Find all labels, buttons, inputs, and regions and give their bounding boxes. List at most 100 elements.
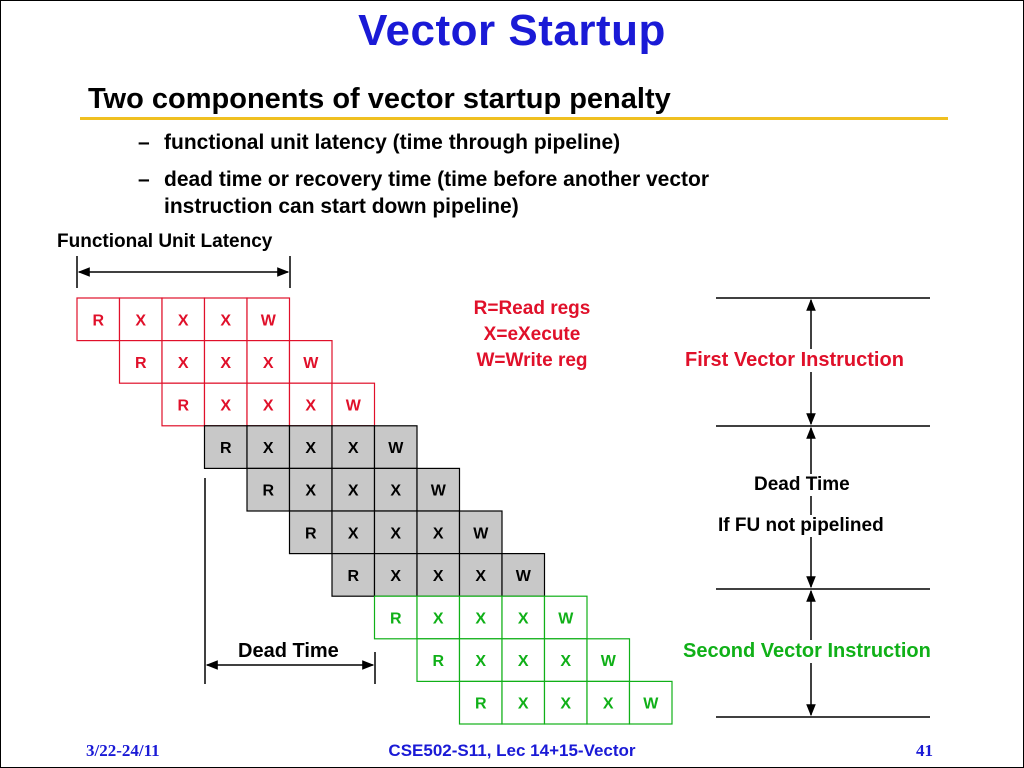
pipeline-stage-label: X [518,653,529,670]
pipeline-cell [586,680,631,725]
pipeline-cell [246,297,291,342]
pipeline-cell [203,425,248,469]
pipeline-stage-label: X [433,611,444,628]
pipeline-cell [501,680,546,725]
pipeline-cell [543,595,588,640]
pipeline-stage-label: X [135,312,146,329]
pipeline-cell [288,382,333,427]
pipeline-stage-label: R [347,568,359,585]
pipeline-stage-label: W [601,653,617,670]
pipeline-cell [203,297,248,342]
pipeline-stage-label: R [220,440,232,457]
pipeline-cell [373,595,418,640]
pipeline-cell [416,595,461,640]
pipeline-cell [203,340,248,384]
pipeline-stage-label: X [560,696,571,713]
pipeline-cell [246,340,291,384]
pipeline-stage-label: X [220,312,231,329]
pipeline-stage-label: X [560,653,571,670]
pipeline-stage-label: W [346,398,362,415]
pipeline-stage-label: W [388,440,404,457]
pipeline-cell [458,595,503,640]
pipeline-stage-label: X [220,355,231,372]
pipeline-cell [586,638,631,682]
pipeline-stage-label: X [390,568,401,585]
pipeline-stage-label: R [390,611,402,628]
pipeline-stage-label: X [518,696,529,713]
pipeline-stage-label: W [473,525,489,542]
bullet-text-line1: dead time or recovery time (time before … [164,168,710,191]
pipeline-stage-label: X [178,312,189,329]
pipeline-stage-label: W [558,611,574,628]
pipeline-stage-label: X [475,611,486,628]
pipeline-stage-label: R [432,653,444,670]
pipeline-stage-label: W [643,696,659,713]
pipeline-cell [203,382,248,427]
pipeline-cell [501,638,546,682]
dead-time-label: Dead Time [754,474,850,496]
legend-write: W=Write reg [476,350,588,371]
pipeline-stage-label: X [433,568,444,585]
pipeline-cell [118,340,163,384]
pipeline-stage-label: X [263,398,274,415]
pipeline-stage-label: W [303,355,319,372]
pipeline-stage-label: X [475,568,486,585]
slide-title: Vector Startup [358,6,666,55]
fu-not-pipelined-label: If FU not pipelined [718,515,884,537]
footer-date: 3/22-24/11 [86,741,160,760]
pipeline-cell [76,297,121,342]
pipeline-stage-label: R [475,696,487,713]
title-divider [80,117,948,120]
pipeline-stage-label: X [603,696,614,713]
pipeline-cell [458,680,503,725]
pipeline-cell [161,297,206,342]
first-vector-label: First Vector Instruction [685,349,904,372]
pipeline-stage-label: X [518,611,529,628]
pipeline-stage-label: X [433,525,444,542]
bullet-fu-latency: – functional unit latency (time through … [138,129,620,156]
pipeline-cell [331,552,376,597]
pipeline-grid: R X X X W R X X X W R X X X W R X X X W R X X X W R X X X W R X X X W R X X X W… [76,297,673,725]
bullet-dash: – [138,131,150,154]
legend-read: R=Read regs [473,298,591,319]
pipeline-stage-label: W [431,483,447,500]
pipeline-cell [628,680,673,725]
pipeline-stage-label: X [390,525,401,542]
pipeline-cell [543,638,588,682]
pipeline-cell [416,638,461,682]
stage-legend: R=Read regs X=eXecute W=Write reg [446,296,618,374]
fu-latency-label: Functional Unit Latency [57,231,273,252]
pipeline-stage-label: R [92,312,104,329]
bullet-dead-time: – dead time or recovery time (time befor… [138,166,710,220]
footer-course: CSE502-S11, Lec 14+15-Vector [388,741,636,760]
dead-time-bottom-label: Dead Time [238,640,339,662]
pipeline-cell [373,425,418,469]
pipeline-stage-label: X [263,440,274,457]
pipeline-stage-label: X [305,440,316,457]
pipeline-cell [288,425,333,469]
legend-execute: X=eXecute [483,324,581,345]
pipeline-stage-label: X [263,355,274,372]
pipeline-cell [331,382,376,427]
second-vector-label: Second Vector Instruction [683,640,931,663]
footer-page-number: 41 [916,741,933,760]
pipeline-stage-label: X [305,398,316,415]
pipeline-cell [288,340,333,384]
pipeline-cell [543,680,588,725]
pipeline-stage-label: R [305,525,317,542]
pipeline-cell [416,467,461,512]
pipeline-stage-label: X [348,440,359,457]
pipeline-stage-label: X [178,355,189,372]
pipeline-stage-label: X [348,525,359,542]
pipeline-stage-label: X [220,398,231,415]
slide-subtitle: Two components of vector startup penalty [88,83,671,115]
pipeline-stage-label: R [177,398,189,415]
pipeline-stage-label: X [348,483,359,500]
pipeline-stage-label: W [261,312,277,329]
pipeline-stage-label: W [516,568,532,585]
pipeline-stage-label: X [390,483,401,500]
pipeline-stage-label: X [305,483,316,500]
pipeline-cell [161,382,206,427]
pipeline-stage-label: X [475,653,486,670]
